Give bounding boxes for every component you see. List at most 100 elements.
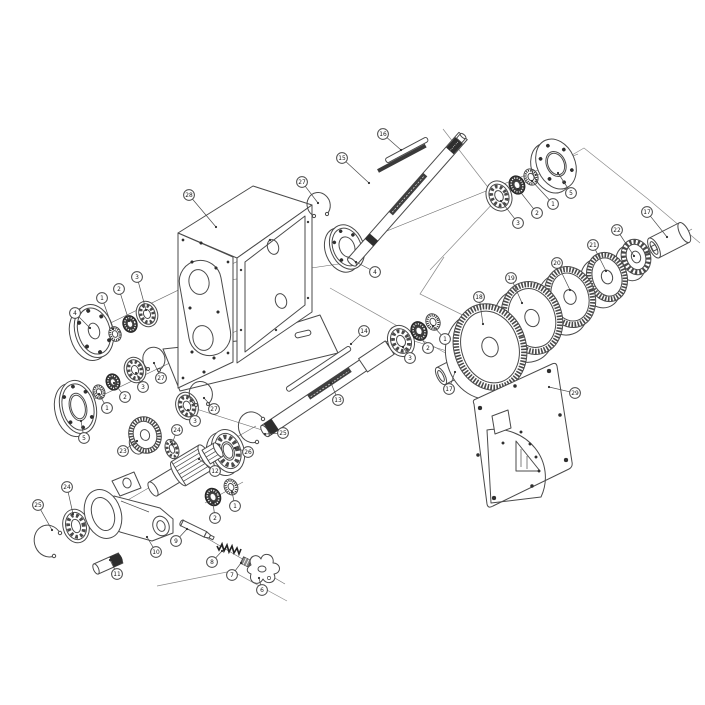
lock-washer-2-mid: [410, 321, 428, 341]
svg-text:24: 24: [173, 428, 181, 434]
svg-text:4: 4: [373, 270, 377, 276]
lock-washer-2-rowB: [105, 373, 121, 391]
callout-3: 3: [131, 271, 148, 312]
callout-1: 1: [229, 490, 241, 512]
end-cover-5-left: [53, 379, 98, 438]
svg-text:24: 24: [63, 485, 71, 491]
callout-15: 15: [336, 152, 371, 185]
callout-2: 2: [417, 333, 434, 354]
svg-text:23: 23: [119, 449, 127, 455]
svg-text:10: 10: [152, 550, 160, 556]
callout-28: 28: [183, 189, 218, 229]
callout-3: 3: [134, 371, 149, 393]
svg-text:20: 20: [553, 261, 561, 267]
gear-23: [128, 416, 162, 455]
svg-text:11: 11: [113, 572, 121, 578]
nut-1-mid: [425, 313, 441, 331]
ball-bearing-24-upper: [164, 438, 180, 460]
spline-gear-shaft-12: [147, 442, 224, 497]
snap-ring-27-top: [306, 192, 331, 219]
svg-text:1: 1: [551, 202, 555, 208]
svg-text:2: 2: [117, 287, 121, 293]
callout-14: 14: [349, 325, 370, 346]
svg-text:5: 5: [82, 436, 86, 442]
callout-balloons: 2827161543215172221201918291725261212232…: [32, 128, 669, 596]
svg-text:22: 22: [613, 228, 621, 234]
snap-ring-25-mid: [237, 411, 266, 445]
svg-text:25: 25: [34, 503, 42, 509]
svg-text:29: 29: [571, 391, 579, 397]
callout-2: 2: [209, 501, 221, 524]
callout-7: 7: [226, 561, 243, 581]
ball-bearing-3-rowA: [135, 300, 159, 328]
callout-9: 9: [170, 527, 189, 547]
ball-bearing-3-mid: [386, 324, 416, 358]
svg-text:28: 28: [185, 193, 193, 199]
gearbox-housing: [162, 185, 339, 392]
callout-26: 26: [233, 446, 254, 458]
svg-text:8: 8: [210, 560, 214, 566]
svg-text:25: 25: [279, 431, 287, 437]
callout-27: 27: [296, 176, 320, 205]
callout-5: 5: [78, 419, 90, 444]
svg-text:9: 9: [174, 539, 178, 545]
svg-text:1: 1: [233, 504, 237, 510]
callout-22: 22: [611, 224, 636, 258]
callout-25: 25: [263, 427, 289, 439]
gear-18: [445, 303, 528, 400]
svg-text:2: 2: [213, 516, 217, 522]
svg-text:7: 7: [230, 573, 234, 579]
callout-2: 2: [516, 187, 543, 219]
shifter-shaft-9: [179, 519, 215, 541]
callout-17: 17: [443, 370, 457, 395]
svg-text:27: 27: [298, 180, 306, 186]
callout-25: 25: [32, 499, 54, 532]
eccentric-bracket-10: [83, 471, 174, 542]
svg-text:4: 4: [73, 311, 77, 317]
nut-1-rowB: [92, 384, 106, 400]
callout-12: 12: [197, 457, 221, 477]
callout-27: 27: [152, 361, 167, 384]
callout-24: 24: [170, 424, 183, 446]
callout-23: 23: [117, 439, 139, 457]
svg-text:6: 6: [260, 588, 264, 594]
ball-bearing-3-midshaft: [175, 391, 199, 421]
key-14: [285, 345, 352, 392]
svg-text:1: 1: [443, 337, 447, 343]
callout-6: 6: [256, 576, 268, 596]
svg-text:21: 21: [589, 243, 597, 249]
callout-5: 5: [556, 171, 577, 199]
rear-cover-plate: [472, 362, 573, 508]
pin-11: [92, 552, 124, 575]
svg-text:17: 17: [643, 210, 651, 216]
svg-text:14: 14: [360, 329, 368, 335]
svg-text:12: 12: [211, 469, 219, 475]
callout-3: 3: [401, 345, 416, 364]
callout-19: 19: [505, 272, 524, 305]
spring-8: [216, 541, 242, 557]
callout-4: 4: [69, 307, 92, 330]
svg-text:3: 3: [141, 385, 145, 391]
svg-text:2: 2: [123, 395, 127, 401]
svg-text:17: 17: [445, 387, 453, 393]
ball-bearing-3-top: [485, 180, 513, 212]
callout-1: 1: [97, 392, 113, 414]
svg-text:1: 1: [105, 406, 109, 412]
callout-2: 2: [113, 283, 131, 323]
svg-text:27: 27: [210, 407, 218, 413]
svg-text:3: 3: [408, 356, 412, 362]
callout-1: 1: [431, 324, 451, 345]
bushing-17-top: [647, 222, 692, 259]
callout-20: 20: [551, 257, 572, 292]
svg-text:15: 15: [338, 156, 346, 162]
snap-ring-27-rowB: [142, 346, 166, 372]
nut-1-bottom: [223, 478, 239, 496]
svg-text:19: 19: [507, 276, 515, 282]
callout-3: 3: [186, 408, 201, 427]
svg-text:26: 26: [244, 450, 252, 456]
input-shaft-15: [347, 131, 468, 267]
svg-text:2: 2: [535, 211, 539, 217]
bearing-cover-4-left: [68, 304, 115, 361]
